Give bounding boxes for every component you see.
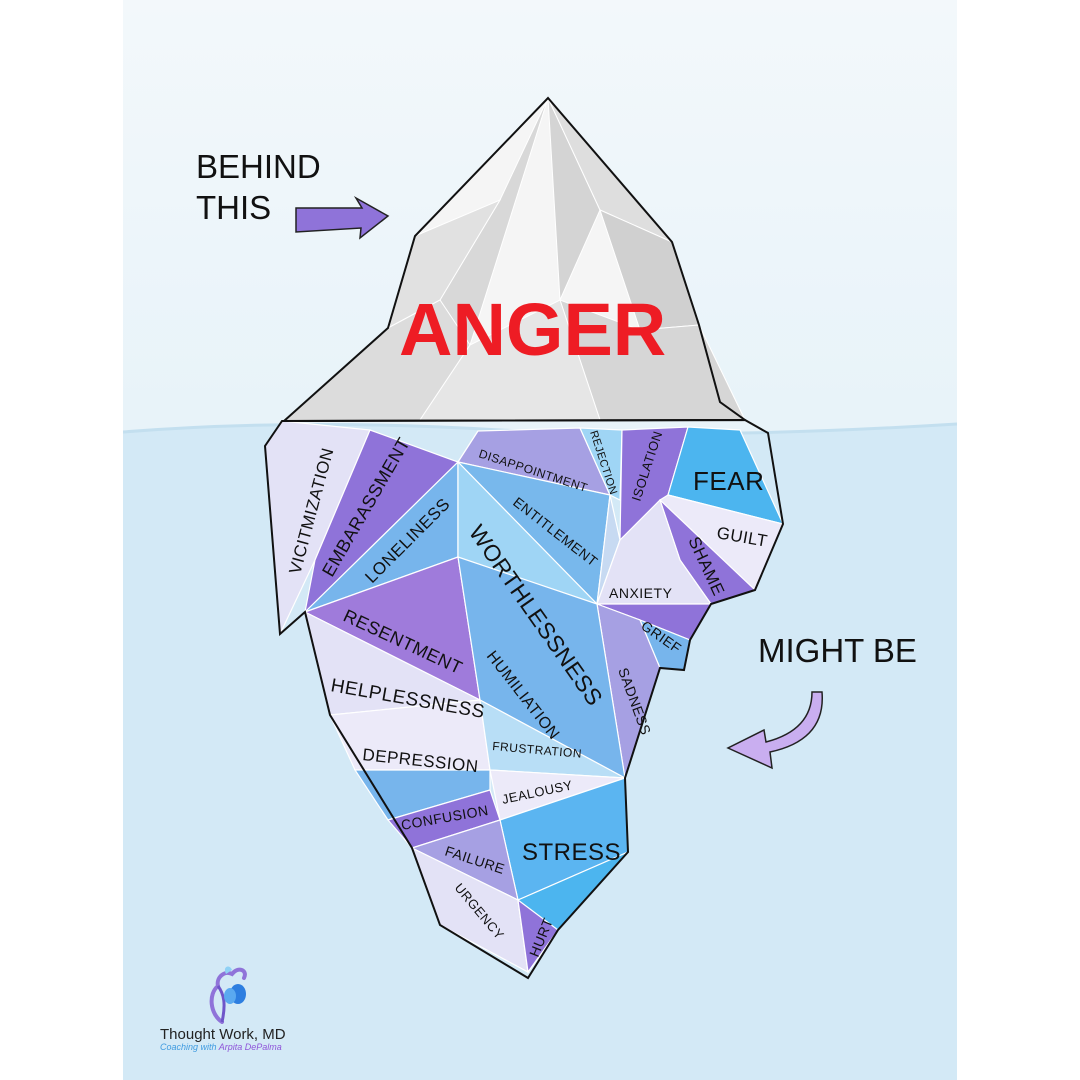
top-emotion-anger: ANGER bbox=[399, 288, 666, 371]
curved-arrow-icon bbox=[726, 691, 823, 770]
iceberg-diagram: BEHIND THIS ANGER MIGHT BE VICITMIZATION… bbox=[123, 96, 957, 1080]
iceberg-tip-outline bbox=[281, 96, 749, 423]
right-arrow-icon bbox=[295, 195, 390, 240]
brand-name: Thought Work, MD bbox=[160, 1026, 286, 1043]
butterfly-head-logo-icon bbox=[209, 966, 247, 1024]
iceberg-underwater-outline bbox=[263, 418, 785, 980]
poster: BEHIND THIS ANGER MIGHT BE VICITMIZATION… bbox=[123, 0, 957, 1080]
behind-label-line2: THIS bbox=[196, 189, 271, 226]
iceberg-tip bbox=[282, 97, 746, 422]
might-be-label: MIGHT BE bbox=[758, 632, 917, 669]
brand-tagline-part2: Arpita DePalma bbox=[218, 1042, 282, 1052]
emotion-fear: FEAR bbox=[693, 466, 764, 496]
brand-tagline: Coaching with Arpita DePalma bbox=[160, 1042, 282, 1052]
iceberg-underwater bbox=[264, 420, 785, 974]
behind-label-line1: BEHIND bbox=[196, 148, 321, 185]
emotion-stress: STRESS bbox=[522, 839, 621, 866]
brand-tagline-part1: Coaching with bbox=[160, 1042, 219, 1052]
emotion-anxiety: ANXIETY bbox=[609, 585, 673, 601]
